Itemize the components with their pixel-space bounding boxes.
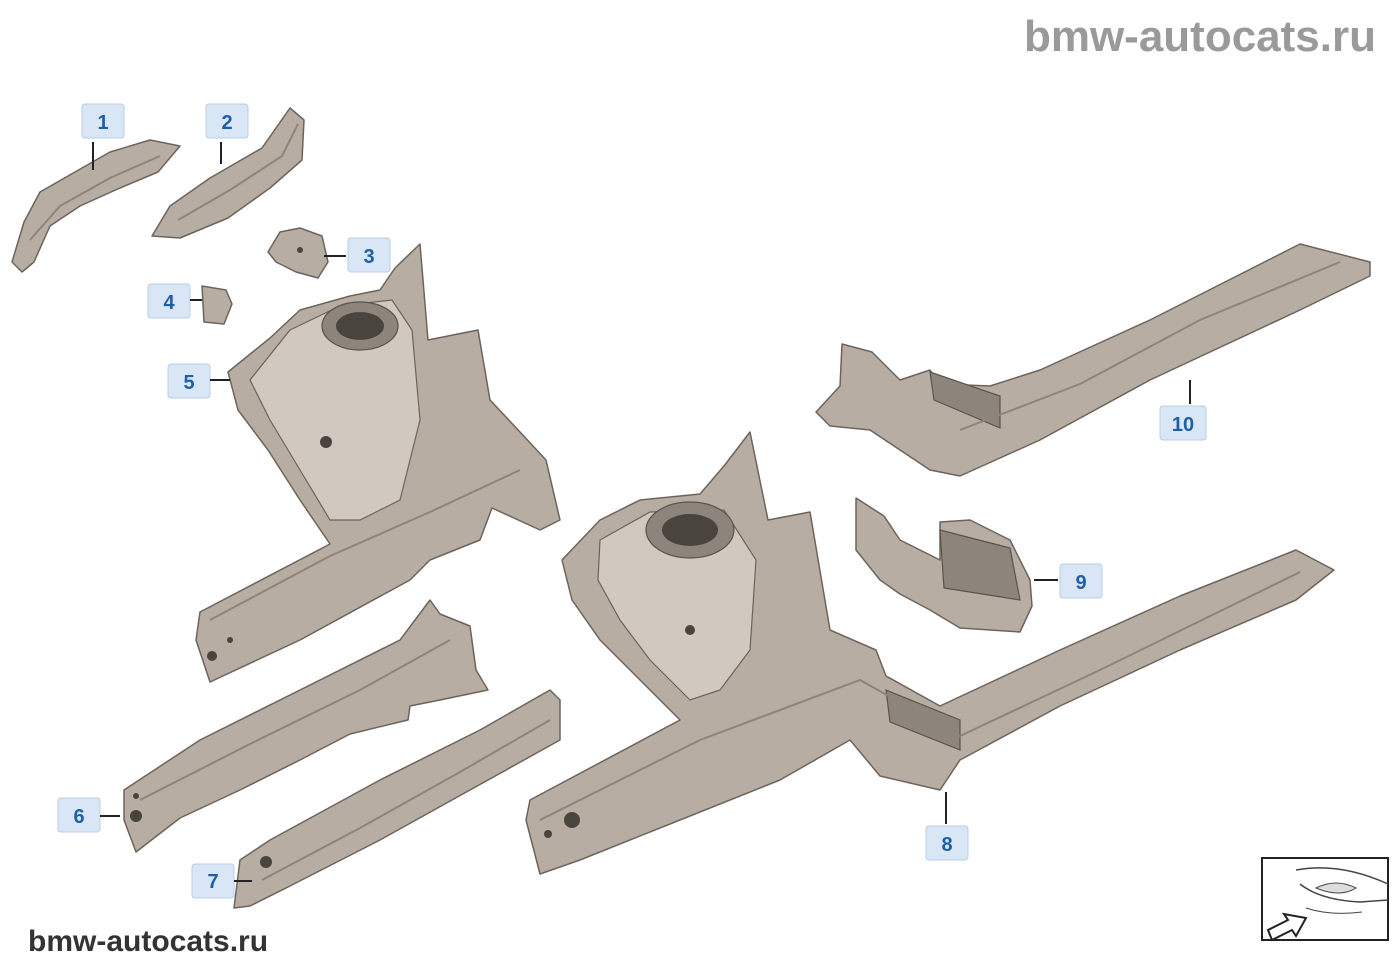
- callout-10: 10: [1159, 380, 1207, 441]
- part-4-illustration: [201, 285, 233, 325]
- callout-label: 3: [363, 246, 374, 268]
- callout-6: 6: [57, 797, 120, 833]
- callout-label: 9: [1075, 572, 1086, 594]
- callout-8: 8: [925, 792, 969, 861]
- watermark-top: bmw-autocats.ru: [1023, 12, 1376, 61]
- part-9-illustration: [855, 497, 1033, 633]
- callout-2: 2: [205, 103, 249, 164]
- part-10-illustration: [815, 243, 1371, 477]
- callout-label: 1: [97, 112, 108, 134]
- callout-label: 2: [221, 112, 232, 134]
- part-5-illustration: [195, 243, 561, 683]
- callout-label: 10: [1172, 414, 1194, 436]
- part-7-illustration: [233, 689, 561, 909]
- callout-3: 3: [324, 237, 391, 273]
- part-8-illustration: [525, 431, 1335, 875]
- callout-label: 8: [941, 834, 952, 856]
- callout-5: 5: [167, 363, 230, 399]
- callout-7: 7: [191, 863, 252, 899]
- part-1-illustration: [11, 139, 181, 273]
- part-2-illustration: [151, 107, 305, 239]
- callout-label: 7: [207, 871, 218, 893]
- callout-label: 5: [183, 372, 194, 394]
- callout-label: 6: [73, 806, 84, 828]
- callout-1: 1: [81, 103, 125, 170]
- callout-4: 4: [147, 283, 202, 319]
- part-3-illustration: [267, 227, 329, 279]
- part-6-illustration: [123, 599, 489, 853]
- watermark-bottom: bmw-autocats.ru: [28, 925, 269, 958]
- callout-9: 9: [1034, 563, 1103, 599]
- callout-label: 4: [163, 292, 175, 314]
- vehicle-front-arrow-icon[interactable]: [1261, 857, 1389, 942]
